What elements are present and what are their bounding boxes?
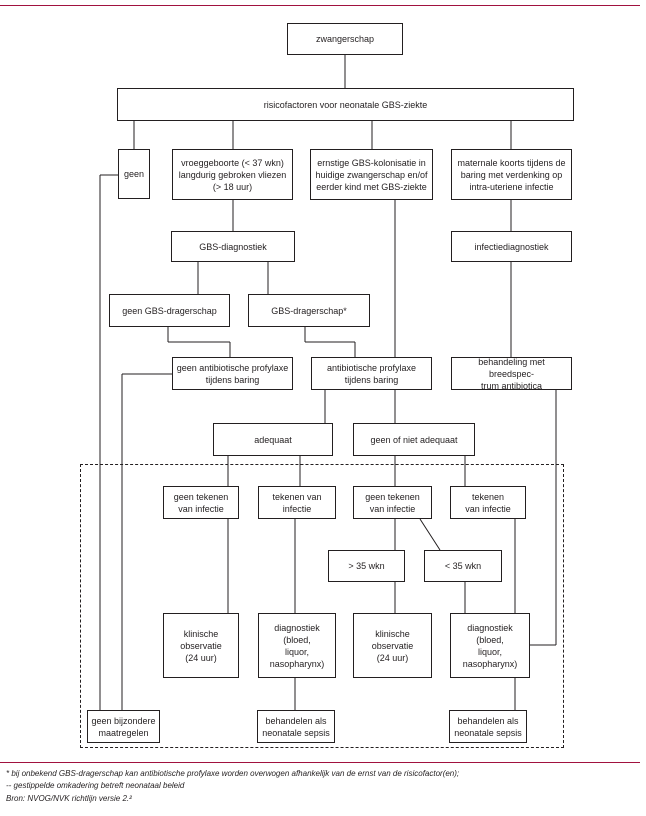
no-prophylaxis-box: geen antibiotische profylaxe tijdens bar…: [172, 357, 293, 390]
gbs-diagnostics-box: GBS-diagnostiek: [171, 231, 295, 262]
no-signs-infection-box-2: geen tekenen van infectie: [353, 486, 432, 519]
diagnostics-box-1: diagnostiek (bloed, liquor, nasopharynx): [258, 613, 336, 678]
no-signs-infection-box-1: geen tekenen van infectie: [163, 486, 239, 519]
signs-infection-box-1: tekenen van infectie: [258, 486, 336, 519]
neonatal-policy-dashed-frame: [80, 464, 564, 748]
footnote-dashed-frame: -- gestippelde omkadering betreft neonat…: [6, 781, 185, 790]
broad-spectrum-box: behandeling met breedspec- trum antibiot…: [451, 357, 572, 391]
footnote-prophylaxis: * bij onbekend GBS-dragerschap kan antib…: [6, 769, 460, 778]
gbs-carrier-box: GBS-dragerschap*: [248, 294, 370, 327]
signs-infection-box-2: tekenen van infectie: [450, 486, 526, 519]
severe-colonisation-box: ernstige GBS-kolonisatie in huidige zwan…: [310, 149, 433, 200]
not-adequate-box: geen of niet adequaat: [353, 423, 475, 456]
no-special-measures-box: geen bijzondere maatregelen: [87, 710, 160, 743]
top-rule: [0, 5, 640, 6]
adequate-box: adequaat: [213, 423, 333, 456]
footnote-source: Bron: NVOG/NVK richtlijn versie 2.²: [6, 794, 132, 803]
treat-sepsis-box-1: behandelen als neonatale sepsis: [257, 710, 335, 743]
clinical-observation-box-1: klinische observatie (24 uur): [163, 613, 239, 678]
over-35-weeks-box: > 35 wkn: [328, 550, 405, 582]
under-35-weeks-box: < 35 wkn: [424, 550, 502, 582]
pregnancy-box: zwangerschap: [287, 23, 403, 55]
bottom-rule: [0, 762, 640, 763]
diagnostics-box-2: diagnostiek (bloed, liquor, nasopharynx): [450, 613, 530, 678]
infection-diagnostics-box: infectiediagnostiek: [451, 231, 572, 262]
treat-sepsis-box-2: behandelen als neonatale sepsis: [449, 710, 527, 743]
no-gbs-carrier-box: geen GBS-dragerschap: [109, 294, 230, 327]
maternal-fever-box: maternale koorts tijdens de baring met v…: [451, 149, 572, 200]
risk-factors-box: risicofactoren voor neonatale GBS-ziekte: [117, 88, 574, 121]
no-risk-box: geen: [118, 149, 150, 199]
clinical-observation-box-2: klinische observatie (24 uur): [353, 613, 432, 678]
prophylaxis-box: antibiotische profylaxe tijdens baring: [311, 357, 432, 390]
preterm-box: vroeggeboorte (< 37 wkn) langdurig gebro…: [172, 149, 293, 200]
